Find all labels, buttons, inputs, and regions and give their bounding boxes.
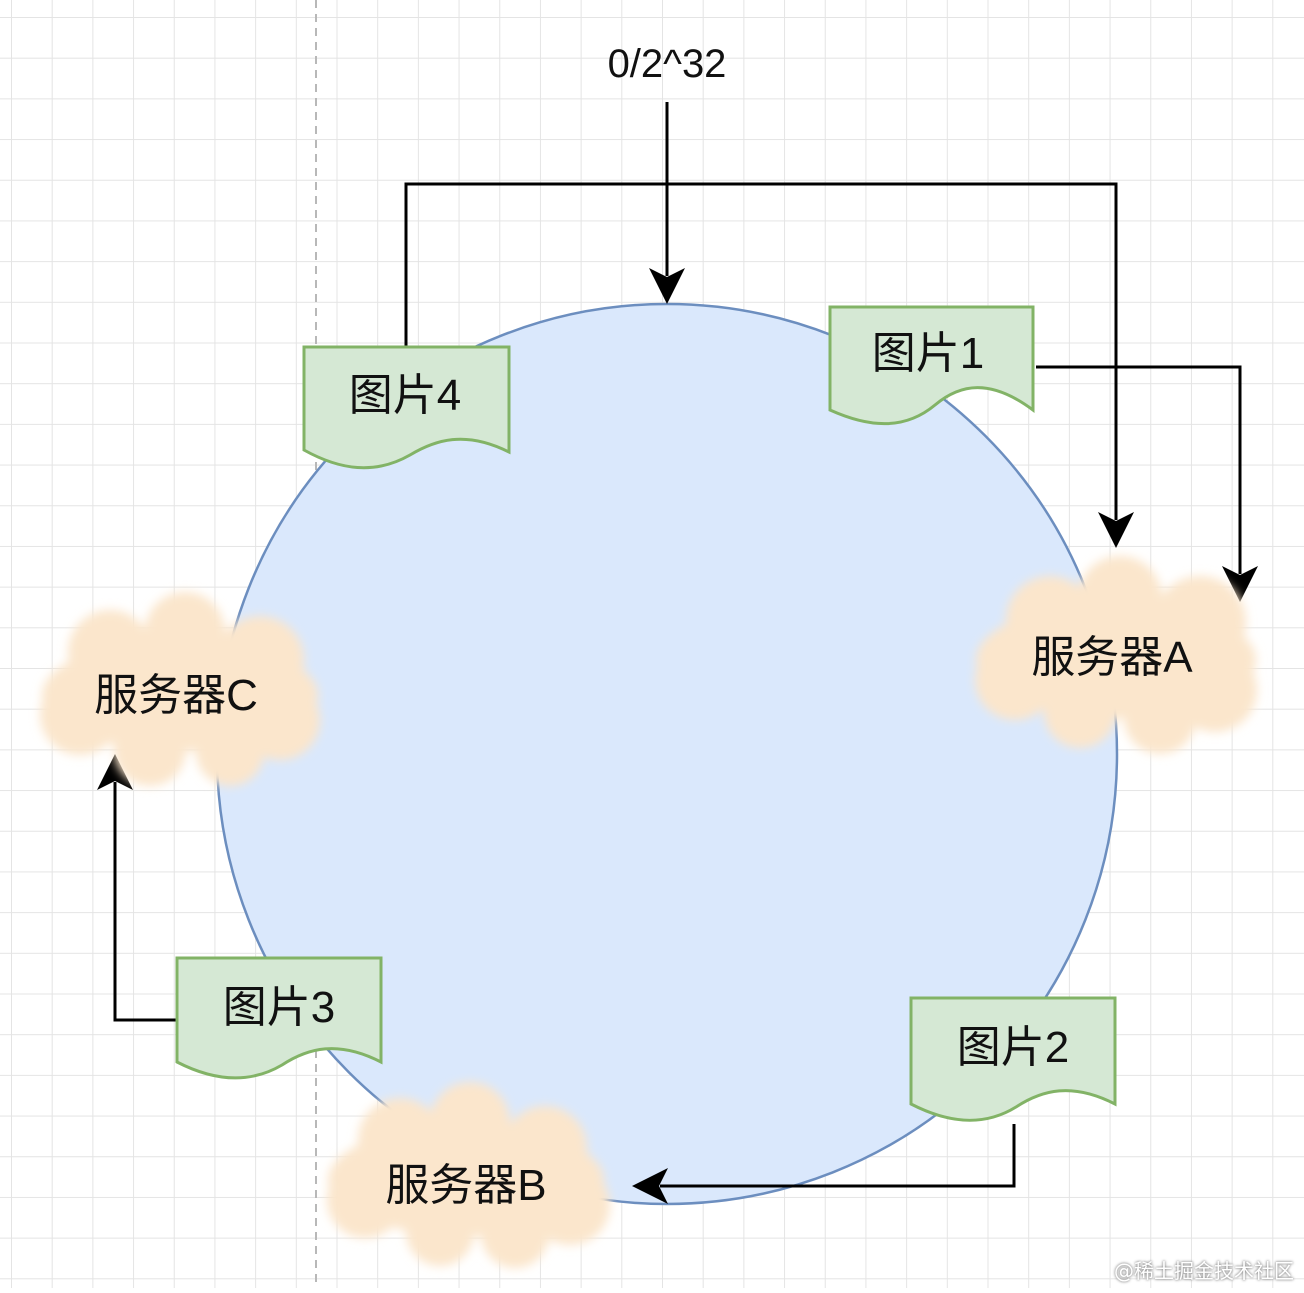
document-img2-label: 图片2 — [957, 1023, 1069, 1072]
server-b-label: 服务器B — [385, 1161, 546, 1210]
document-img4-label: 图片4 — [349, 371, 461, 420]
document-img3-label: 图片3 — [223, 983, 335, 1032]
document-img3: 图片3 — [175, 956, 383, 1080]
server-a-label: 服务器A — [1031, 633, 1193, 682]
server-b-cloud: 服务器B — [327, 1082, 610, 1268]
document-img1: 图片1 — [828, 305, 1035, 426]
server-c-label: 服务器C — [94, 671, 258, 720]
origin-arrow — [649, 102, 685, 304]
ring-origin-label: 0/2^32 — [608, 42, 727, 86]
edge-img2-to-serverB — [632, 1124, 1016, 1204]
server-c-cloud: 服务器C — [40, 592, 320, 786]
edge-img3-to-serverC — [97, 754, 177, 1022]
document-img2: 图片2 — [909, 996, 1117, 1122]
edge-img1-to-serverA — [1036, 365, 1258, 602]
document-img1-label: 图片1 — [872, 329, 984, 378]
document-img4: 图片4 — [302, 345, 511, 470]
edge-img4-to-serverA — [404, 182, 1134, 548]
watermark: @稀土掘金技术社区 — [1114, 1259, 1294, 1283]
server-a-cloud: 服务器A — [975, 556, 1257, 754]
